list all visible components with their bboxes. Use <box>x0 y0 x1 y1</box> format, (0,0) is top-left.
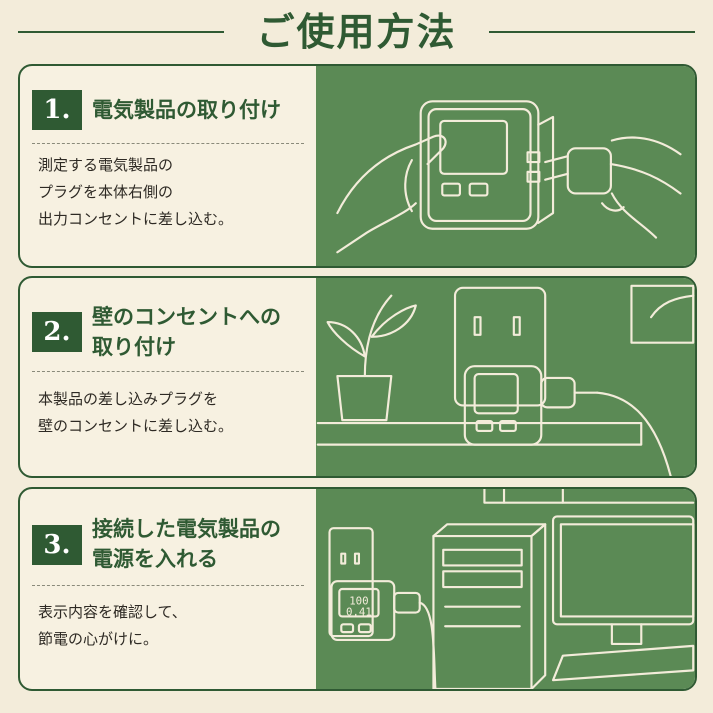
step-illustration-2 <box>316 278 695 476</box>
step-title-3: 接続した電気製品の 電源を入れる <box>92 514 312 574</box>
header-rule-left <box>18 31 224 33</box>
device-display-line-1: 100 <box>349 595 368 608</box>
step-title-2: 壁のコンセントへの 取り付け <box>92 302 312 362</box>
step-card-2: 2. 壁のコンセントへの 取り付け 本製品の差し込みプラグを 壁のコンセントに差… <box>18 276 697 478</box>
step-title-3-line-2: 電源を入れる <box>92 546 218 571</box>
step-description-1-line-2: プラグを本体右側の <box>38 183 174 201</box>
step-illustration-1 <box>316 66 695 266</box>
pc-and-monitor-illustration: 100 0.41 <box>328 489 695 689</box>
step-card-3: 3. 接続した電気製品の 電源を入れる 表示内容を確認して、 節電の心がけに。 <box>18 487 697 691</box>
step-title-1: 電気製品の取り付け <box>92 95 312 125</box>
step-title-1-line-1: 電気製品の取り付け <box>92 97 281 122</box>
step-description-1: 測定する電気製品の プラグを本体右側の 出力コンセントに差し込む。 <box>38 152 310 233</box>
step-title-2-line-1: 壁のコンセントへの <box>92 304 281 329</box>
step-description-2-line-2: 壁のコンセントに差し込む。 <box>38 417 234 435</box>
step-divider-2 <box>32 371 304 372</box>
step-text-1: 1. 電気製品の取り付け 測定する電気製品の プラグを本体右側の 出力コンセント… <box>20 66 316 266</box>
step-description-1-line-1: 測定する電気製品の <box>38 156 174 174</box>
step-description-2-line-1: 本製品の差し込みプラグを <box>38 390 219 408</box>
step-number-2: 2. <box>32 312 82 352</box>
step-divider-3 <box>32 585 304 586</box>
page-header: ご使用方法 <box>0 0 713 64</box>
step-description-2: 本製品の差し込みプラグを 壁のコンセントに差し込む。 <box>38 386 310 440</box>
step-description-3-line-2: 節電の心がけに。 <box>38 630 159 648</box>
step-title-2-line-2: 取り付け <box>92 334 176 359</box>
step-text-3: 3. 接続した電気製品の 電源を入れる 表示内容を確認して、 節電の心がけに。 <box>20 489 316 689</box>
step-illustration-3: 100 0.41 <box>316 489 695 689</box>
page-title: ご使用方法 <box>256 9 457 54</box>
step-number-1: 1. <box>32 90 82 130</box>
step-description-1-line-3: 出力コンセントに差し込む。 <box>38 210 234 228</box>
step-number-3: 3. <box>32 525 82 565</box>
step-divider-1 <box>32 143 304 144</box>
step-description-3-line-1: 表示内容を確認して、 <box>38 603 187 621</box>
step-title-3-line-1: 接続した電気製品の <box>92 516 281 541</box>
step-text-2: 2. 壁のコンセントへの 取り付け 本製品の差し込みプラグを 壁のコンセントに差… <box>20 278 316 476</box>
device-display-line-2: 0.41 <box>346 605 372 618</box>
step-description-3: 表示内容を確認して、 節電の心がけに。 <box>38 599 310 653</box>
wall-outlet-illustration <box>316 284 695 476</box>
step-card-1: 1. 電気製品の取り付け 測定する電気製品の プラグを本体右側の 出力コンセント… <box>18 64 697 268</box>
header-rule-right <box>489 31 695 33</box>
hand-plugging-device-illustration <box>336 100 682 254</box>
